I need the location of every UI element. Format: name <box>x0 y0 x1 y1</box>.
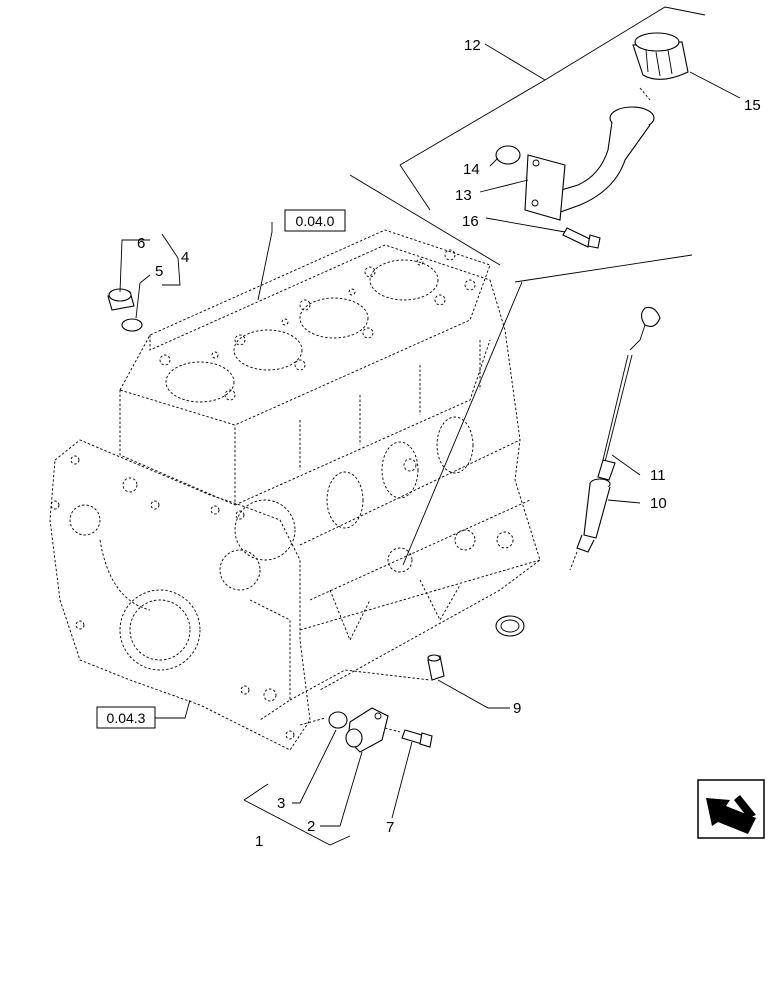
label-1: 1 <box>255 833 263 850</box>
plug-6 <box>107 288 135 311</box>
leader-lines <box>119 43 741 846</box>
o-ring-3 <box>328 711 348 729</box>
label-16: 16 <box>462 213 479 230</box>
part-labels: 12 15 14 13 16 6 4 5 11 10 9 3 2 7 1 <box>137 37 761 850</box>
label-12: 12 <box>464 37 481 54</box>
reference-box-block[interactable]: 0.04.0 <box>284 209 346 232</box>
arrow-icon[interactable] <box>697 779 765 839</box>
engine-block-outline <box>49 229 541 751</box>
dipstick-assembly <box>569 306 661 571</box>
bolt-7 <box>401 729 433 748</box>
o-ring-14 <box>495 145 521 165</box>
oil-filler-assembly <box>399 6 706 249</box>
label-15: 15 <box>744 97 761 114</box>
reference-cover-text: 0.04.3 <box>107 710 146 726</box>
label-14: 14 <box>463 161 480 178</box>
filler-tube-13 <box>524 106 655 221</box>
label-13: 13 <box>455 187 472 204</box>
label-4: 4 <box>181 249 189 266</box>
seal-ring <box>495 615 525 637</box>
reference-box-cover[interactable]: 0.04.3 <box>96 706 156 729</box>
washer-5 <box>121 318 143 332</box>
reference-block-text: 0.04.0 <box>296 213 335 229</box>
label-2: 2 <box>307 818 315 835</box>
label-5: 5 <box>155 263 163 280</box>
label-9: 9 <box>513 700 521 717</box>
label-11: 11 <box>650 467 666 484</box>
label-10: 10 <box>650 495 667 512</box>
bolt-16 <box>562 227 601 249</box>
label-6: 6 <box>137 235 145 252</box>
label-3: 3 <box>277 795 285 812</box>
dowel-9 <box>427 654 445 681</box>
label-7: 7 <box>386 819 394 836</box>
filler-cap-15 <box>632 32 689 80</box>
flange-2 <box>345 707 389 753</box>
